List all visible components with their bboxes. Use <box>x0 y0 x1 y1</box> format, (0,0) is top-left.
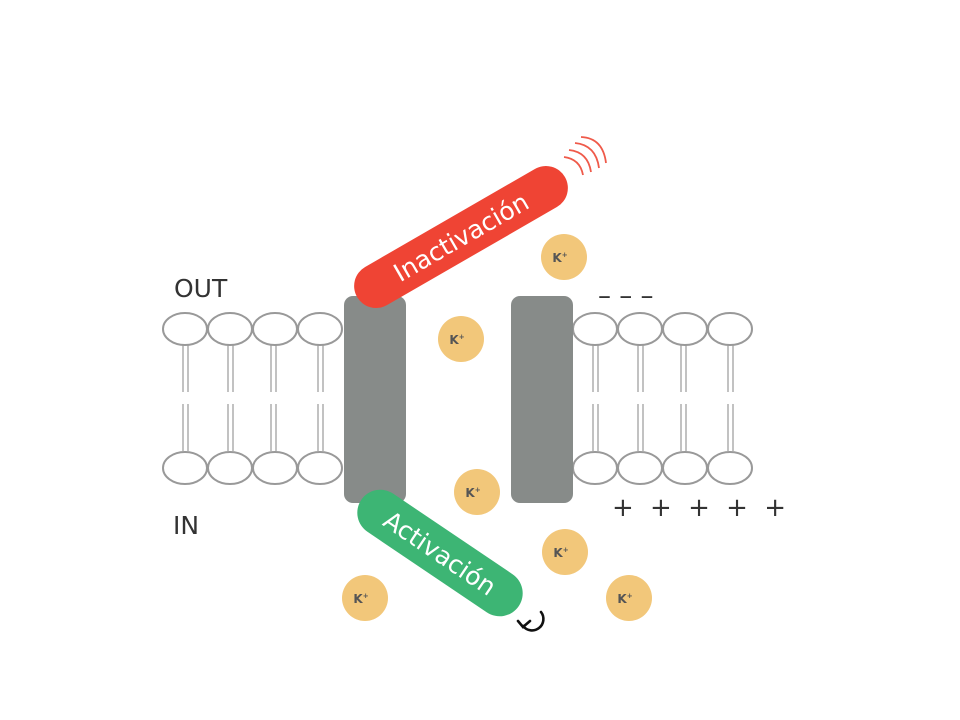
positive-charges: + + + + + <box>612 493 790 523</box>
lipid-molecule <box>297 312 343 485</box>
potassium-ion: K+ <box>342 575 388 621</box>
svg-text:K+: K+ <box>552 251 567 265</box>
inactivation-label: Inactivación <box>389 187 534 288</box>
svg-text:K+: K+ <box>353 592 368 606</box>
lipid-molecule <box>707 312 753 485</box>
outside-label: OUT <box>174 274 228 303</box>
vibration-waves-icon <box>563 136 607 176</box>
svg-text:K+: K+ <box>617 592 632 606</box>
svg-text:K+: K+ <box>449 333 464 347</box>
inside-label: IN <box>173 511 199 540</box>
potassium-ion: K+ <box>454 469 500 515</box>
inactivation-gate: Inactivación <box>354 166 568 308</box>
lipid-bilayer-right <box>572 312 753 485</box>
lipid-molecule <box>662 312 708 485</box>
channel-protein-right <box>511 296 573 503</box>
lipid-molecule <box>572 312 618 485</box>
negative-charges: – – – <box>598 281 654 311</box>
lipid-bilayer-left <box>162 312 343 485</box>
potassium-ion: K+ <box>541 234 587 280</box>
channel-protein-left <box>344 296 406 503</box>
lipid-molecule <box>617 312 663 485</box>
lipid-molecule <box>252 312 298 485</box>
rotate-arrow-icon <box>516 610 545 632</box>
potassium-ion: K+ <box>542 529 588 575</box>
svg-text:K+: K+ <box>553 546 568 560</box>
activation-label: Activación <box>378 505 501 601</box>
lipid-molecule <box>162 312 208 485</box>
svg-text:K+: K+ <box>465 486 480 500</box>
lipid-molecule <box>207 312 253 485</box>
potassium-ion: K+ <box>438 316 484 362</box>
potassium-ion: K+ <box>606 575 652 621</box>
